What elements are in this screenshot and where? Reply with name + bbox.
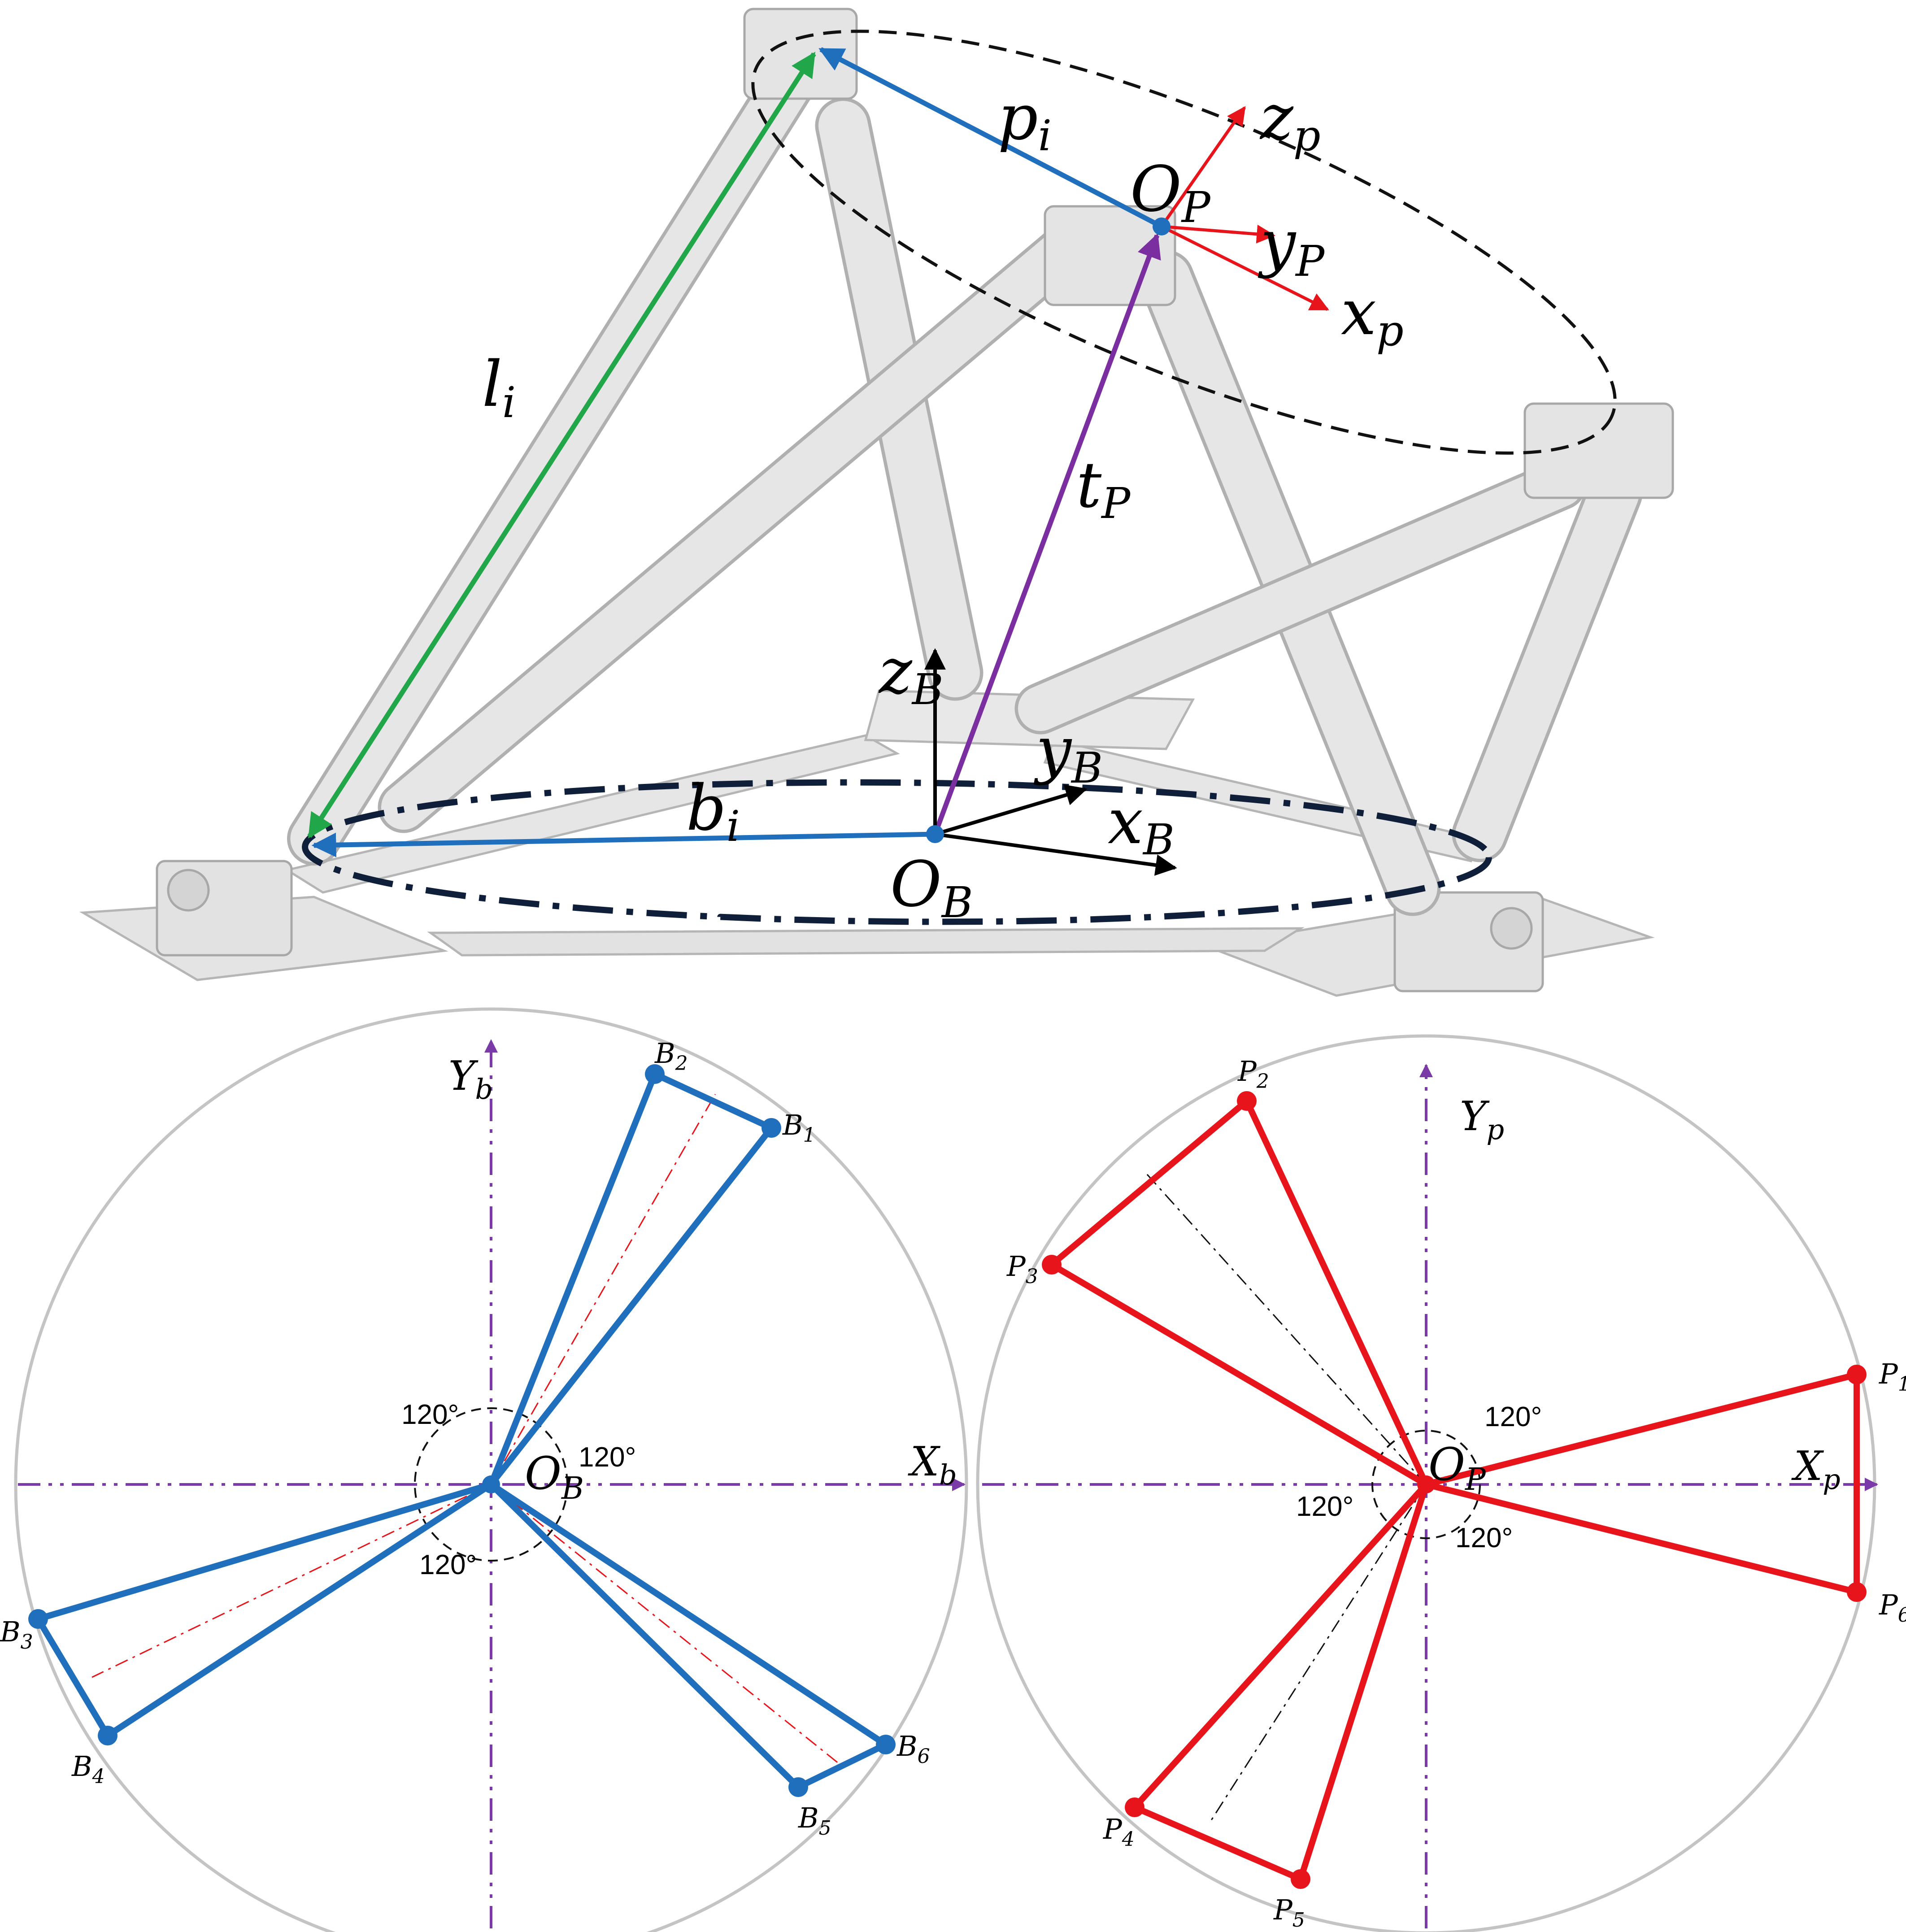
base-joint-label-6: B6 <box>896 1730 930 1768</box>
base-joint-dot-1 <box>762 1118 781 1138</box>
platform-angle-1: 120° <box>1484 1401 1542 1432</box>
plat-joint-dot-2 <box>1237 1091 1257 1111</box>
platform-angle-2: 120° <box>1296 1491 1353 1522</box>
base-joint-label-1: B1 <box>782 1109 816 1147</box>
label-yb: yB <box>1033 714 1103 793</box>
plat-joint-label-2: P2 <box>1237 1055 1269 1093</box>
plat-joint-label-3: P3 <box>1006 1250 1038 1288</box>
base-plan-x-label: Xb <box>908 1438 957 1491</box>
base-beam-bottom <box>427 927 1305 957</box>
plat-joint-label-6: P6 <box>1879 1588 1906 1627</box>
base-joint-label-5: B5 <box>798 1801 831 1840</box>
origin-op-dot <box>1153 218 1171 235</box>
base-angle-3: 120° <box>419 1549 477 1580</box>
origin-ob-dot <box>926 825 944 843</box>
base-hexagram-outline <box>35 1071 889 1790</box>
label-op: OP <box>1130 153 1211 232</box>
platform-angle-circle <box>1371 1430 1481 1539</box>
base-plan-y-label: Yb <box>448 1053 493 1105</box>
base-plan-origin-label: OB <box>525 1447 584 1506</box>
label-tp: tP <box>1076 449 1131 528</box>
base-joint-dot-3 <box>28 1609 48 1629</box>
leg-vector-li <box>307 52 816 839</box>
base-angle-circle <box>414 1407 568 1562</box>
base-circle <box>302 779 1492 925</box>
plat-hexagram-outline <box>1049 1098 1860 1882</box>
platform-angle-3: 120° <box>1455 1523 1513 1553</box>
base-angle-1: 120° <box>401 1399 459 1430</box>
base-plan-origin-dot <box>482 1475 500 1493</box>
label-li: li <box>482 348 516 427</box>
platform-plan-origin-dot <box>1417 1475 1435 1493</box>
base-joint-dot-5 <box>876 1735 896 1754</box>
platform-vector-pi <box>818 47 1163 229</box>
top-joint-right <box>1523 402 1674 499</box>
platform-axis-x <box>1161 225 1329 311</box>
plat-joint-label-1: P1 <box>1879 1358 1906 1396</box>
label-ob: OB <box>890 848 973 927</box>
platform-plan-origin-label: OP <box>1428 1438 1486 1497</box>
plat-joint-label-5: P5 <box>1273 1893 1305 1932</box>
base-angle-2: 120° <box>579 1442 636 1473</box>
label-bi: bi <box>686 772 740 851</box>
label-xp: xp <box>1341 276 1404 356</box>
base-joint-dot-6 <box>788 1777 808 1797</box>
base-vector-bi <box>311 831 936 857</box>
platform-plan-y-label: Yp <box>1460 1093 1504 1146</box>
plat-joint-dot-3 <box>1042 1255 1062 1275</box>
plat-joint-label-4: P4 <box>1103 1813 1135 1851</box>
base-joint-label-2: B2 <box>654 1037 688 1075</box>
top-joint-left <box>743 8 858 100</box>
base-plan-circle <box>14 1007 968 1932</box>
label-zp: zp <box>1259 81 1321 161</box>
base-axis-x <box>935 832 1177 876</box>
label-pi: pi <box>998 81 1052 161</box>
plat-joint-dot-5 <box>1291 1869 1310 1889</box>
base-joint-dot-4 <box>98 1726 117 1745</box>
platform-axis-z <box>1160 106 1246 228</box>
base-axis-y <box>934 784 1088 836</box>
base-joint-dot-2 <box>645 1064 665 1084</box>
plat-joint-dot-6 <box>1847 1582 1867 1602</box>
translation-vector-tp <box>932 233 1161 835</box>
plat-joint-dot-4 <box>1125 1797 1144 1817</box>
platform-axis-y <box>1161 225 1276 244</box>
base-joint-label-3: B3 <box>0 1615 33 1654</box>
platform-plan-x-label: Xp <box>1791 1443 1841 1496</box>
plat-joint-dot-1 <box>1847 1365 1867 1384</box>
base-joint-label-4: B4 <box>71 1750 105 1788</box>
label-zb: zB <box>878 635 944 714</box>
label-xb: xB <box>1108 785 1175 865</box>
label-yp: yP <box>1258 207 1325 286</box>
